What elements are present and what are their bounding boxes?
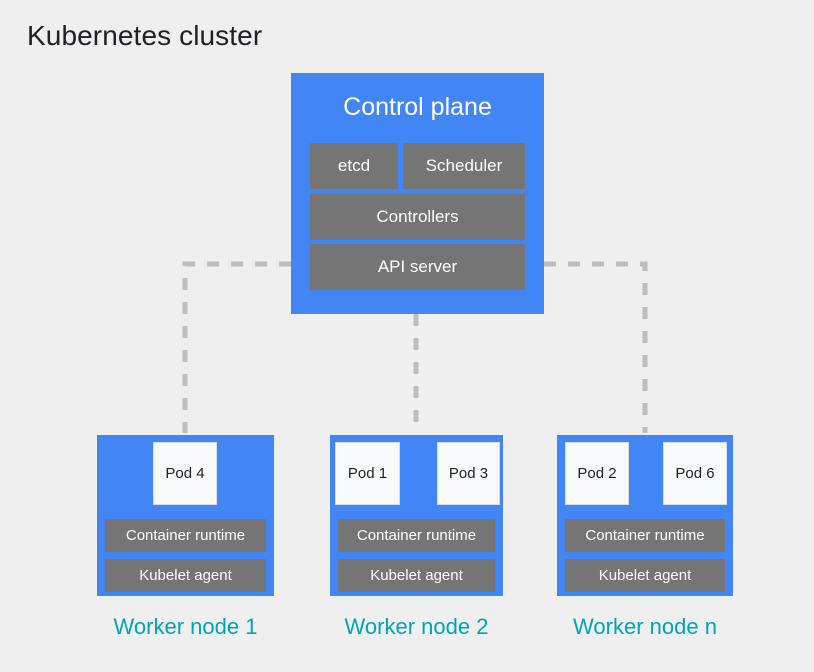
- worker-node-2-kubelet-agent[interactable]: Kubelet agent: [338, 559, 495, 592]
- worker-node-2-label: Worker node 2: [344, 614, 489, 639]
- connector-node-n: [544, 261, 648, 433]
- worker-node-2-box: Pod 1 Pod 3 Container runtime Kubelet ag…: [330, 435, 503, 596]
- worker-node-1-box: Pod 4 Container runtime Kubelet agent: [97, 435, 274, 596]
- control-plane-row-1: etcd Scheduler: [310, 143, 525, 189]
- page-title: Kubernetes cluster: [27, 20, 263, 51]
- worker-node-n-box: Pod 2 Pod 6 Container runtime Kubelet ag…: [557, 435, 733, 596]
- pod-box[interactable]: Pod 1: [335, 442, 400, 505]
- worker-node-n-pods: Pod 2 Pod 6: [557, 442, 733, 505]
- pod-box[interactable]: Pod 4: [153, 442, 217, 505]
- worker-node-1-pods: Pod 4: [97, 442, 274, 505]
- control-plane-title: Control plane: [343, 93, 492, 121]
- pod-box[interactable]: Pod 3: [437, 442, 500, 505]
- worker-node-n-container-runtime[interactable]: Container runtime: [565, 519, 725, 552]
- control-plane-box: Control plane etcd Scheduler Controllers…: [291, 73, 544, 314]
- worker-node-n-label: Worker node n: [573, 614, 717, 639]
- control-plane-row-2: Controllers: [310, 194, 525, 240]
- control-plane-component-api-server[interactable]: API server: [310, 244, 525, 290]
- control-plane-component-etcd[interactable]: etcd: [310, 143, 398, 189]
- worker-node-1-label: Worker node 1: [113, 614, 258, 639]
- worker-node-1-container-runtime[interactable]: Container runtime: [105, 519, 266, 552]
- control-plane-component-controllers[interactable]: Controllers: [310, 194, 525, 240]
- worker-node-n-kubelet-agent[interactable]: Kubelet agent: [565, 559, 725, 592]
- worker-node-1-kubelet-agent[interactable]: Kubelet agent: [105, 559, 266, 592]
- control-plane-row-3: API server: [310, 244, 525, 290]
- pod-box[interactable]: Pod 6: [663, 442, 727, 505]
- connector-node-1: [182, 261, 291, 433]
- pod-box[interactable]: Pod 2: [565, 442, 629, 505]
- control-plane-component-scheduler[interactable]: Scheduler: [403, 143, 525, 189]
- worker-node-2-pods: Pod 1 Pod 3: [330, 442, 503, 505]
- worker-node-2-container-runtime[interactable]: Container runtime: [338, 519, 495, 552]
